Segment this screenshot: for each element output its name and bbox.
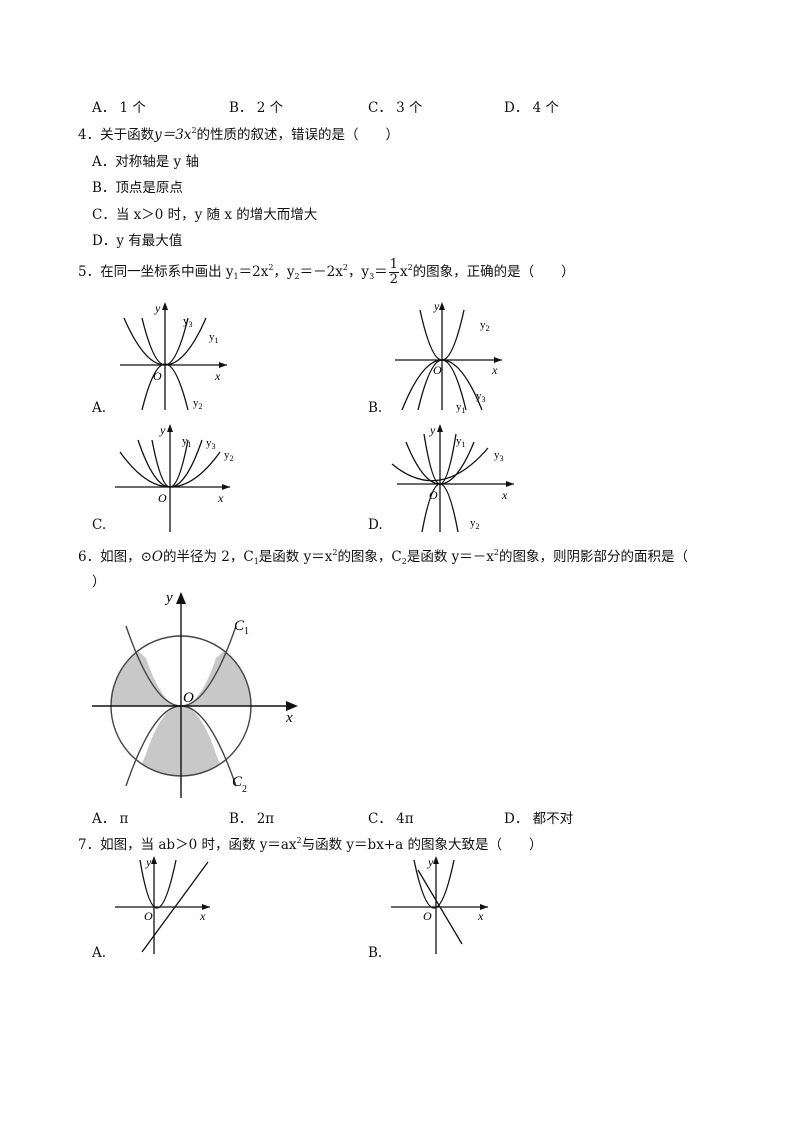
q5-graph-b: y x O y2 y1 y3 bbox=[395, 299, 502, 415]
q7-option-a-label: A. bbox=[92, 945, 107, 961]
svg-text:y2: y2 bbox=[480, 319, 490, 333]
svg-text:x: x bbox=[477, 909, 484, 923]
q6-x-axis-label: x bbox=[285, 710, 293, 726]
svg-text:O: O bbox=[429, 488, 438, 502]
q5-graph-c: y x O y1 y3 y2 bbox=[115, 423, 234, 532]
q7-graph-a: y x O bbox=[115, 855, 210, 954]
c2-label: C2 bbox=[232, 774, 247, 795]
svg-text:O: O bbox=[433, 363, 442, 377]
y1-label: y1 bbox=[209, 331, 219, 345]
q4-option-b: B．顶点是原点 bbox=[92, 180, 183, 196]
q3-option-d: D． 4 个 bbox=[504, 100, 560, 116]
svg-text:O: O bbox=[144, 909, 153, 923]
q5-graph-a: y x O y3 y1 y2 bbox=[120, 301, 227, 411]
q6-stem: 6．如图，⊙O的半径为 2，C1是函数 y＝x2的图象，C2是函数 y＝－x2的… bbox=[78, 548, 689, 566]
q7-stem: 7．如图，当 ab＞0 时，函数 y＝ax2与函数 y＝bx+a 的图象大致是（… bbox=[78, 836, 543, 854]
svg-text:y3: y3 bbox=[494, 449, 504, 463]
q6-option-d: D． 都不对 bbox=[504, 811, 574, 827]
q6-stem-close: ） bbox=[92, 574, 106, 590]
q5-graph-d: y x O y1 y3 y2 bbox=[391, 423, 514, 533]
svg-text:y: y bbox=[159, 423, 166, 437]
q4-option-d: D．y 有最大值 bbox=[92, 233, 183, 249]
q6-option-a: A． π bbox=[92, 811, 129, 827]
svg-text:O: O bbox=[158, 491, 167, 505]
svg-text:y3: y3 bbox=[476, 390, 486, 404]
svg-text:x: x bbox=[217, 491, 224, 505]
q6-y-axis-label: y bbox=[164, 590, 173, 606]
svg-text:x: x bbox=[491, 363, 498, 377]
svg-text:y: y bbox=[427, 855, 434, 869]
q3-option-a: A． 1 个 bbox=[92, 100, 146, 116]
q5-option-d-label: D. bbox=[368, 517, 383, 533]
q4-option-c: C．当 x＞0 时，y 随 x 的增大而增大 bbox=[92, 207, 318, 223]
origin-label: O bbox=[153, 369, 162, 383]
c1-label: C1 bbox=[234, 618, 249, 637]
q6-origin-label: O bbox=[183, 690, 194, 706]
q5-option-a-label: A. bbox=[92, 400, 107, 416]
q3-option-c: C． 3 个 bbox=[368, 100, 423, 116]
q6-option-b: B． 2π bbox=[229, 811, 275, 827]
svg-text:y3: y3 bbox=[206, 437, 216, 451]
q4-stem: 4．关于函数y＝3x2的性质的叙述，错误的是（ ） bbox=[78, 126, 400, 144]
y-axis-label: y bbox=[154, 301, 161, 315]
q6-option-c: C． 4π bbox=[368, 811, 414, 827]
svg-text:x: x bbox=[199, 909, 206, 923]
y3-label: y3 bbox=[183, 315, 193, 329]
q5-option-c-label: C. bbox=[92, 517, 107, 533]
svg-text:O: O bbox=[423, 909, 432, 923]
svg-text:x: x bbox=[501, 488, 508, 502]
q6-circle-figure: y x O C1 C2 bbox=[92, 590, 298, 798]
svg-text:y2: y2 bbox=[224, 449, 234, 463]
q7-option-b-label: B. bbox=[368, 945, 383, 961]
y2-label: y2 bbox=[193, 397, 203, 411]
q4-option-a: A．对称轴是 y 轴 bbox=[92, 154, 199, 170]
q3-option-b: B． 2 个 bbox=[229, 100, 284, 116]
x-axis-label: x bbox=[214, 369, 221, 383]
q5-option-b-label: B. bbox=[368, 400, 383, 416]
svg-text:y1: y1 bbox=[182, 435, 192, 449]
svg-text:y: y bbox=[429, 423, 436, 437]
svg-text:y1: y1 bbox=[456, 435, 466, 449]
svg-text:y: y bbox=[145, 855, 152, 869]
svg-text:y: y bbox=[433, 299, 440, 313]
svg-text:y1: y1 bbox=[456, 401, 466, 415]
svg-text:y2: y2 bbox=[470, 517, 480, 531]
q7-graph-b: y x O bbox=[391, 855, 488, 954]
